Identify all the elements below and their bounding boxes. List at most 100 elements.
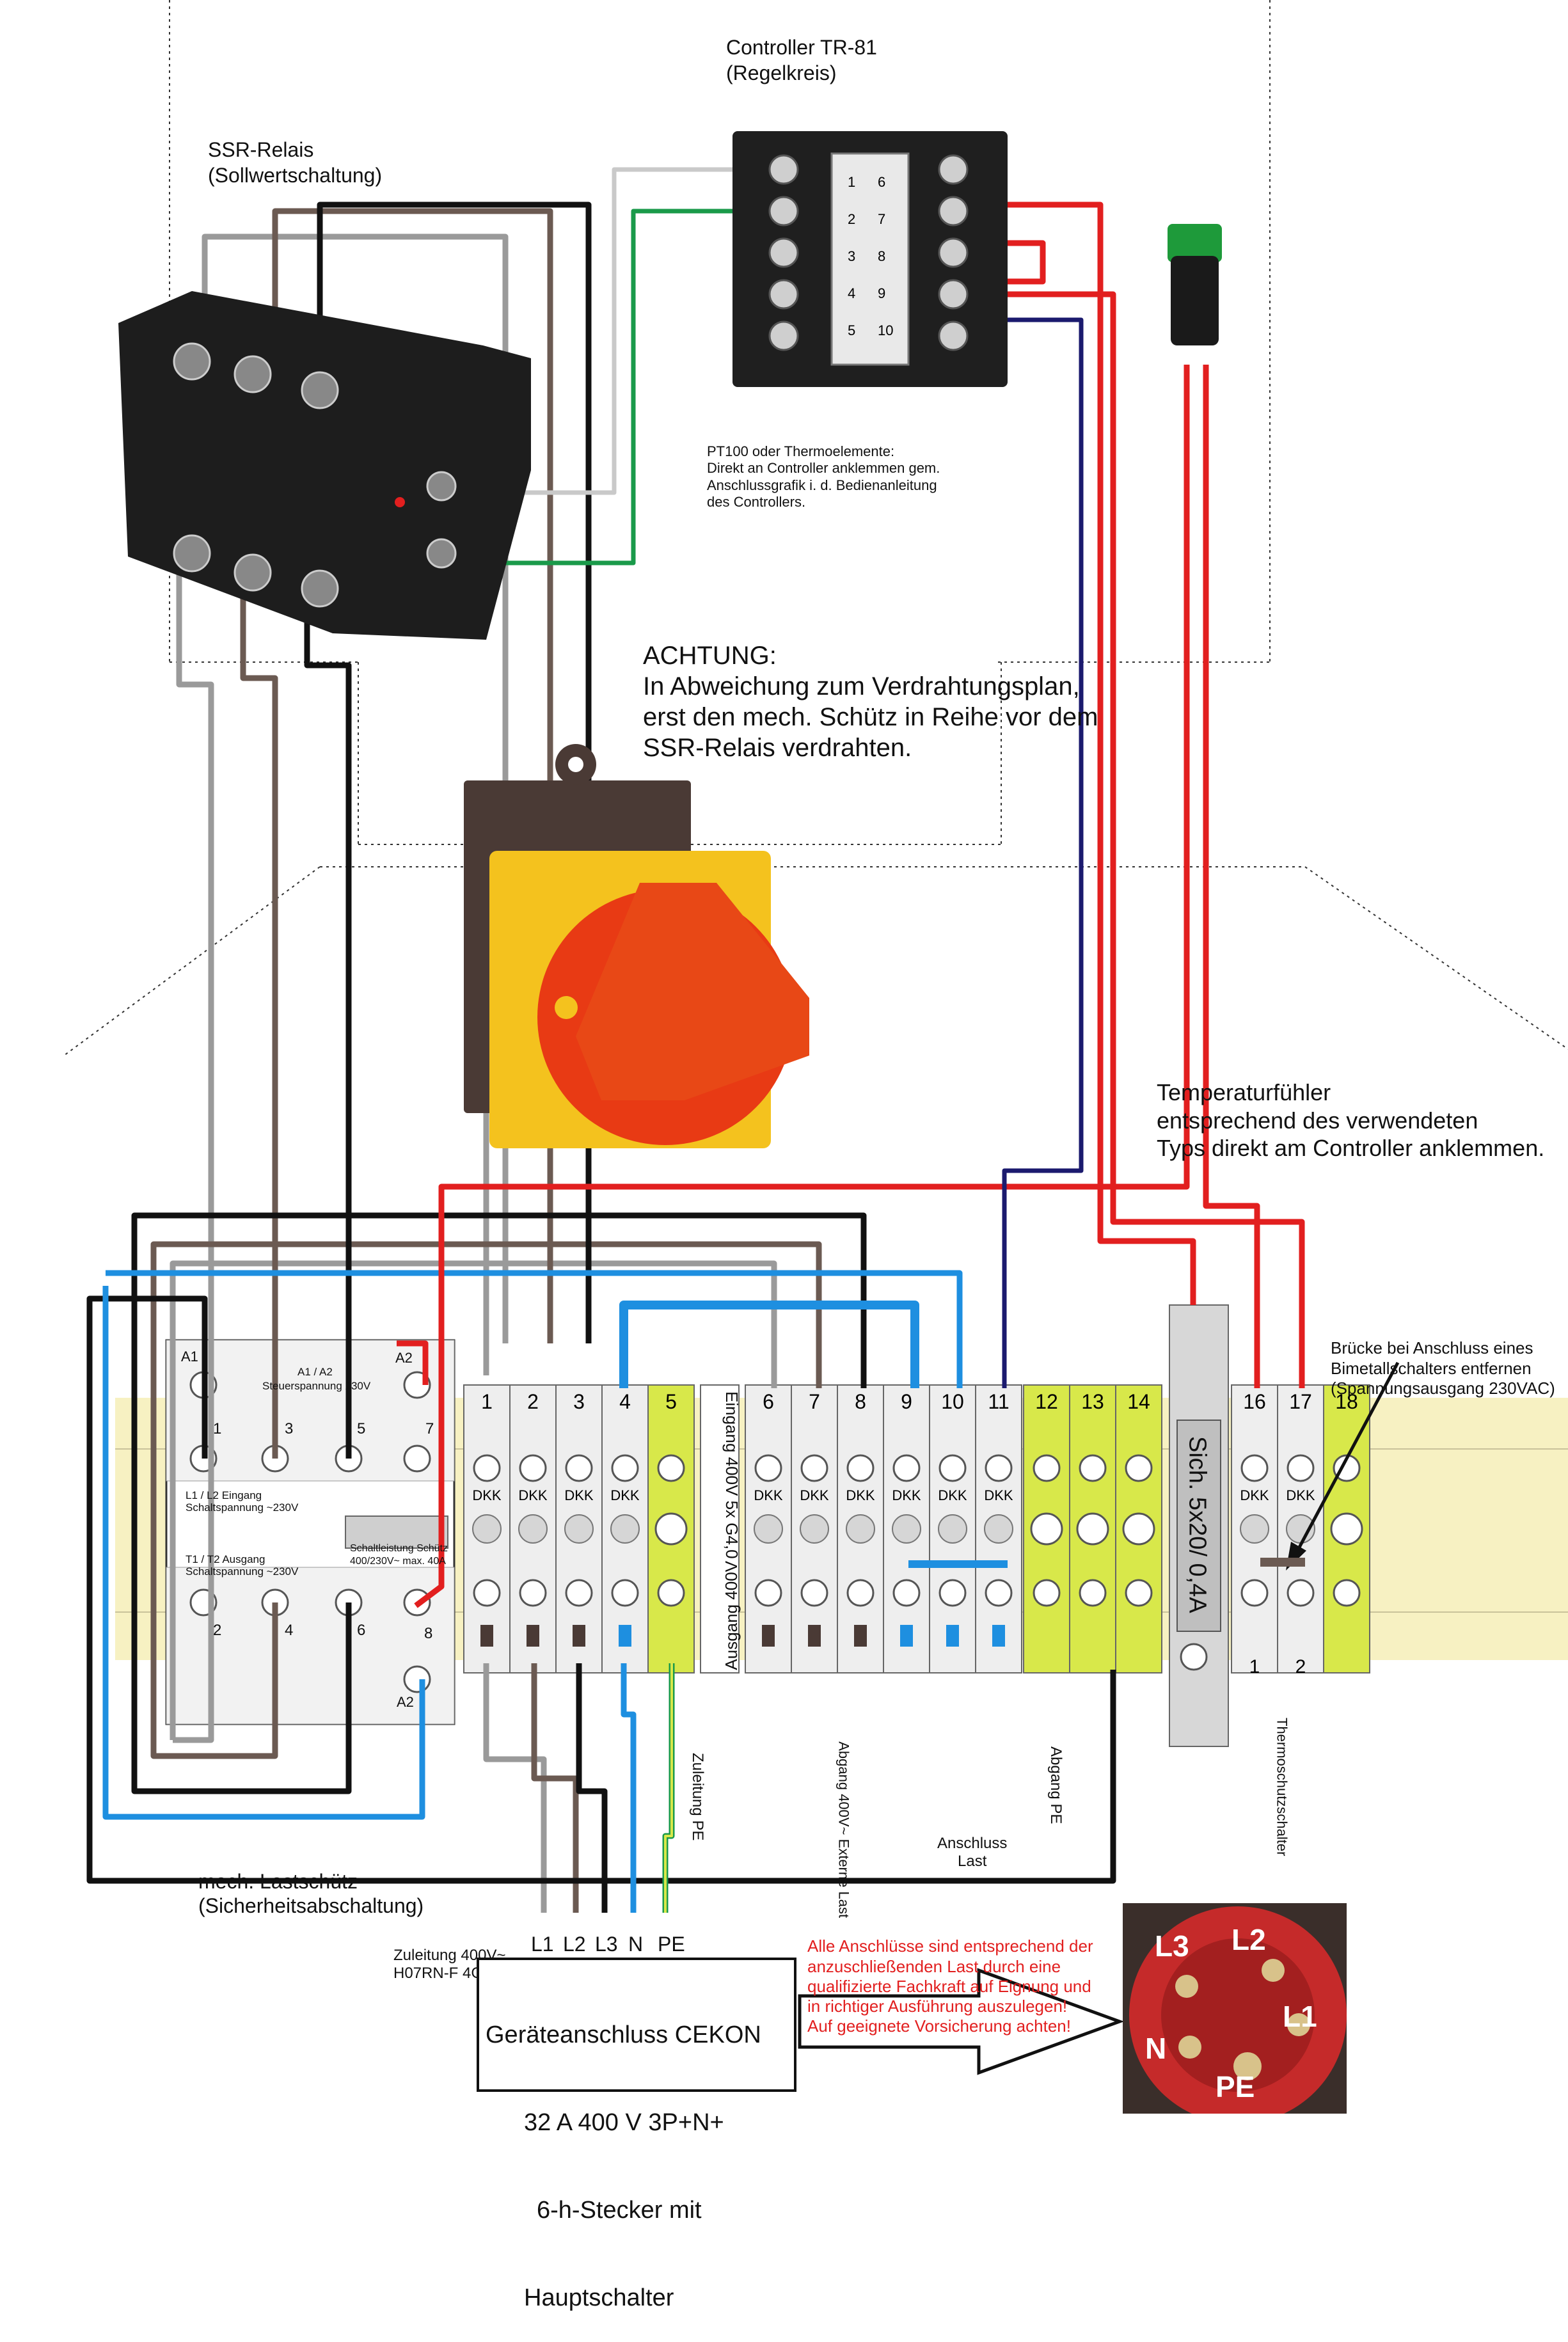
contactor-num-3: 3 xyxy=(285,1420,294,1437)
terminal-number: 9 xyxy=(901,1390,912,1413)
terminal-screw xyxy=(1287,1579,1315,1607)
contactor-control-voltage: Steuerspannung 230V xyxy=(262,1380,371,1392)
terminal-screw xyxy=(846,1454,875,1482)
terminal-number: 6 xyxy=(763,1390,774,1413)
terminal-disconnect xyxy=(518,1514,548,1544)
terminal-marker xyxy=(992,1625,1005,1647)
pe-screw xyxy=(1030,1512,1063,1546)
ssr-subtitle: (Sollwertschaltung) xyxy=(208,164,383,187)
terminal-screw xyxy=(473,1454,501,1482)
pe-screw xyxy=(1076,1512,1109,1546)
terminal-screw xyxy=(892,1454,921,1482)
contactor-num-8: 8 xyxy=(424,1625,433,1642)
contactor-input-voltage: Schaltspannung ~230V xyxy=(186,1501,299,1514)
terminal-screw xyxy=(1125,1454,1153,1482)
terminal-number: 11 xyxy=(988,1390,1009,1413)
terminal-screw xyxy=(657,1579,685,1607)
contactor-num-2: 2 xyxy=(213,1622,222,1639)
pe-screw xyxy=(1330,1512,1363,1546)
terminal-screw xyxy=(611,1579,639,1607)
terminal-screw xyxy=(754,1454,782,1482)
terminal-screw xyxy=(1079,1454,1107,1482)
terminal-screw xyxy=(1287,1454,1315,1482)
terminal-marker xyxy=(762,1625,775,1647)
terminal-screw xyxy=(800,1579,828,1607)
warning-note: ACHTUNG:In Abweichung zum Verdrahtungspl… xyxy=(643,642,1098,762)
controller-terminal-number: 6 xyxy=(878,174,885,190)
terminal-dkk-label: DKK xyxy=(1286,1487,1315,1503)
terminal-number: 7 xyxy=(809,1390,820,1413)
pe-screw xyxy=(654,1512,688,1546)
terminal-dkk-label: DKK xyxy=(472,1487,502,1503)
conductor-l3: L3 xyxy=(595,1933,618,1956)
terminal-marker xyxy=(900,1625,913,1647)
terminal-marker xyxy=(946,1625,959,1647)
terminal-screw xyxy=(754,1579,782,1607)
terminal-dkk-label: DKK xyxy=(800,1487,829,1503)
zuleitung-pe-label: Zuleitung PE xyxy=(688,1753,706,1841)
controller-terminal-number: 4 xyxy=(848,285,855,301)
terminal-screw xyxy=(1333,1579,1361,1607)
controller-tr81 xyxy=(733,131,1008,387)
thermoschutz-label: Thermoschutzschalter xyxy=(1274,1718,1290,1856)
terminal-marker xyxy=(573,1625,585,1647)
terminal-dkk-label: DKK xyxy=(518,1487,548,1503)
ssr-relay xyxy=(118,291,531,640)
terminal-screw xyxy=(565,1579,593,1607)
contactor-num-5: 5 xyxy=(357,1420,366,1437)
terminal-screw xyxy=(565,1454,593,1482)
cekon-plug xyxy=(1123,1903,1347,2114)
terminal-number: 1 xyxy=(481,1390,493,1413)
terminal-dkk-label: DKK xyxy=(984,1487,1013,1503)
contactor-a2-top: A2 xyxy=(395,1350,413,1366)
terminal-number: 3 xyxy=(573,1390,585,1413)
terminal-screw xyxy=(892,1579,921,1607)
terminal-dkk-label: DKK xyxy=(938,1487,967,1503)
contactor-num-6: 6 xyxy=(357,1622,366,1639)
terminal-screw xyxy=(938,1454,967,1482)
controller-terminal-number: 8 xyxy=(878,248,885,264)
controller-terminal-number: 9 xyxy=(878,285,885,301)
terminal-bottom-number: 1 xyxy=(1249,1656,1260,1677)
terminal-screw xyxy=(473,1579,501,1607)
contactor-a1a2-label: A1 / A2 xyxy=(297,1366,333,1378)
terminal-dkk-label: DKK xyxy=(754,1487,783,1503)
contactor-num-4: 4 xyxy=(285,1622,294,1639)
contactor-input-label: L1 / L2 Eingang xyxy=(186,1489,262,1501)
terminal-number: 10 xyxy=(941,1390,964,1413)
abgang-400-label: Abgang 400V~ Externe Last xyxy=(835,1741,852,1919)
terminal-disconnect xyxy=(846,1514,875,1544)
terminal-dkk-label: DKK xyxy=(564,1487,594,1503)
plug-pin-n: N xyxy=(1145,2032,1167,2065)
terminal-marker xyxy=(527,1625,539,1647)
terminal-number: 17 xyxy=(1289,1390,1312,1413)
terminal-screw xyxy=(1125,1579,1153,1607)
controller-terminal-number: 5 xyxy=(848,322,855,338)
plug-pin-l2: L2 xyxy=(1231,1923,1266,1956)
conductor-l2: L2 xyxy=(563,1933,586,1956)
arrow-to-plug xyxy=(798,1968,1125,2075)
conductor-pe: PE xyxy=(658,1933,685,1956)
terminal-screw xyxy=(1240,1454,1269,1482)
terminal-marker xyxy=(854,1625,867,1647)
terminal-number: 12 xyxy=(1035,1390,1058,1413)
contactor-a1-label: A1 xyxy=(181,1349,198,1365)
terminal-disconnect xyxy=(984,1514,1013,1544)
terminal-dkk-label: DKK xyxy=(846,1487,875,1503)
terminal-screw xyxy=(519,1579,547,1607)
terminal-disconnect xyxy=(892,1514,921,1544)
controller-terminal-number: 2 xyxy=(848,211,855,227)
terminal-screw xyxy=(985,1579,1013,1607)
pt100-note: PT100 oder Thermoelemente:Direkt an Cont… xyxy=(707,443,940,510)
terminal-number: 13 xyxy=(1081,1390,1104,1413)
contactor-num-7: 7 xyxy=(425,1420,434,1437)
device-box: Geräteanschluss CEKON 32 A 400 V 3P+N+ 6… xyxy=(477,1958,796,2311)
terminal-dkk-label: DKK xyxy=(892,1487,921,1503)
terminal-disconnect xyxy=(1240,1514,1269,1544)
terminal-disconnect xyxy=(564,1514,594,1544)
contactor-num-1: 1 xyxy=(213,1420,222,1437)
